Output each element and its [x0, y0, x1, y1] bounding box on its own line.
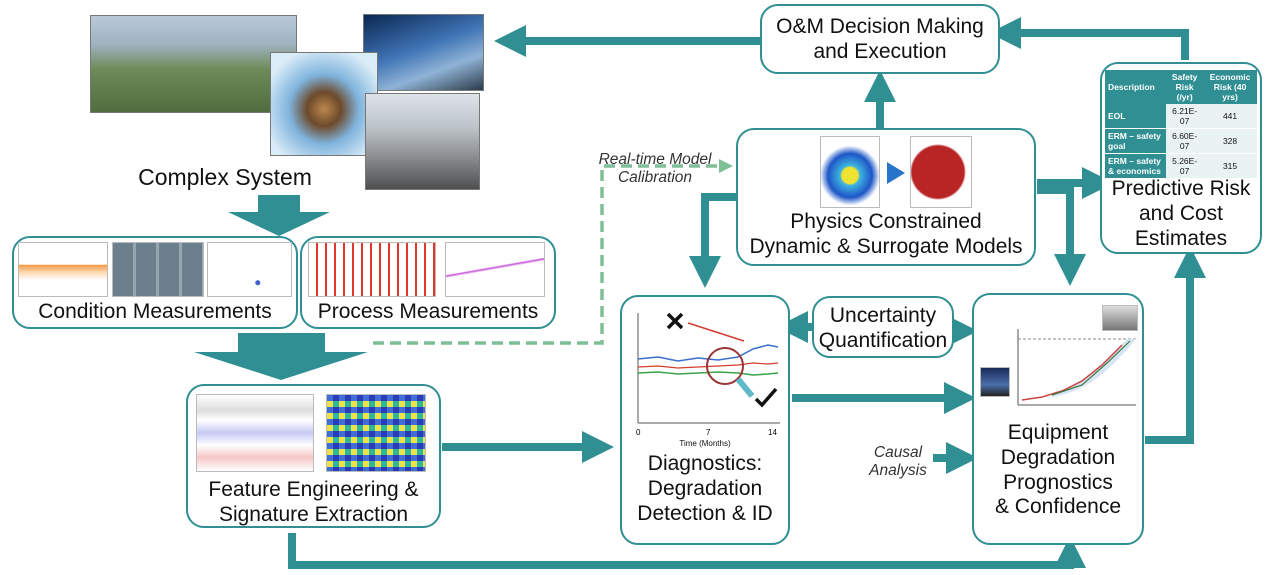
calibration-label: Real-time Model Calibration [580, 151, 730, 188]
physics-model-label-line2: Dynamic & Surrogate Models [749, 234, 1023, 258]
arrow-physics-to-prognostics [1037, 186, 1086, 286]
diagnostics-signal-blue [637, 344, 779, 362]
uncertainty-label: Uncertainty Quantification [814, 304, 952, 354]
feature-engineering-label: Feature Engineering & Signature Extracti… [188, 478, 439, 528]
risk-row-safety-goal-economic: 328 [1203, 128, 1257, 154]
process-trend-chart-thumbnail [445, 242, 545, 297]
bridge-photo-thumbnail [980, 367, 1010, 397]
risk-row-eol-safety: 6.21E-07 [1166, 104, 1204, 129]
x-mark-icon [666, 312, 684, 330]
arrow-prognostics-to-risk [1145, 246, 1206, 444]
risk-table-header-economic: Economic Risk (40 yrs) [1203, 70, 1257, 104]
risk-estimates-box: Description Safety Risk (/yr) Economic R… [1100, 62, 1262, 254]
arrow-measurements-to-features [194, 333, 368, 380]
calibration-label-line2: Calibration [617, 169, 693, 187]
reactor-pyramid-image [270, 52, 378, 156]
equipment-photo-thumbnail [1102, 305, 1138, 331]
x-tick-7: 7 [706, 428, 711, 437]
x-tick-0: 0 [636, 428, 641, 437]
diagnostics-chart: 0 7 14 [636, 312, 780, 437]
pipeline-photo [363, 14, 484, 91]
physics-model-label: Physics Constrained Dynamic & Surrogate … [738, 210, 1034, 260]
calibration-dashed-arrow [373, 159, 733, 345]
x-tick-14: 14 [768, 428, 777, 437]
checkmark-icon [754, 387, 778, 408]
risk-row-eol-description: EOL [1105, 104, 1167, 129]
process-signal-chart-thumbnail [308, 242, 436, 297]
magnifier-handle [735, 377, 755, 398]
physics-model-label-line1: Physics Constrained [790, 210, 982, 233]
risk-estimates-label-line2: and Cost [1138, 201, 1224, 225]
cooling-towers-photo [365, 93, 480, 190]
calibration-label-line1: Real-time Model [598, 151, 712, 168]
risk-row-safety-goal-description: ERM – safety goal [1105, 128, 1167, 154]
prognostics-label-line4: & Confidence [994, 495, 1122, 519]
prognostics-label-line2: Degradation [1000, 445, 1116, 469]
model-transform-arrow-icon [887, 162, 905, 184]
correlation-heatmap-thumbnail [326, 394, 426, 472]
risk-row-safety-economics-safety: 5.26E-07 [1166, 153, 1204, 179]
om-decision-label-line2: and Execution [813, 39, 947, 63]
stress-model-image [820, 136, 880, 208]
process-measurements-box: Process Measurements [300, 236, 556, 329]
causal-analysis-label-line1: Causal [873, 444, 923, 461]
diagnostics-signal-red [637, 362, 779, 369]
om-decision-label: O&M Decision Making and Execution [762, 15, 998, 65]
feature-engineering-box: Feature Engineering & Signature Extracti… [186, 384, 441, 528]
feature-engineering-label-line2: Signature Extraction [218, 502, 409, 526]
physics-model-box: Physics Constrained Dynamic & Surrogate … [736, 128, 1036, 266]
risk-estimates-label: Predictive Risk and Cost Estimates [1102, 177, 1260, 251]
uncertainty-box: Uncertainty Quantification [812, 296, 954, 358]
risk-table: Description Safety Risk (/yr) Economic R… [1105, 70, 1257, 179]
feature-signals-chart-thumbnail [196, 394, 314, 472]
uncertainty-label-line2: Quantification [818, 328, 948, 352]
arrow-features-to-prognostics-loop [288, 533, 1086, 569]
voltage-current-chart-thumbnail [18, 242, 108, 297]
diagnostics-label-line2: Degradation [647, 476, 763, 500]
prognostics-chart [1017, 329, 1136, 406]
risk-row-safety-economics-economic: 315 [1203, 153, 1257, 179]
diagnostics-box: 0 7 14 Time (Months) Diagnostics: Degrad… [620, 295, 790, 545]
diagnostics-label-line3: Detection & ID [637, 501, 773, 525]
risk-row-safety-economics-description: ERM – safety & economics [1105, 153, 1167, 179]
om-decision-box: O&M Decision Making and Execution [760, 4, 1000, 74]
surrogate-model-image [910, 136, 972, 208]
condition-measurements-box: Condition Measurements [12, 236, 298, 329]
feature-engineering-label-line1: Feature Engineering & [208, 478, 419, 501]
anomaly-pointer-arrow [687, 322, 745, 342]
prognostics-box: Equipment Degradation Prognostics & Conf… [972, 293, 1144, 545]
risk-estimates-label-line1: Predictive Risk [1111, 177, 1251, 200]
arrow-physics-to-diagnostics [689, 193, 736, 288]
arrow-risk-to-om [989, 17, 1189, 60]
prognostics-label-line3: Prognostics [1003, 470, 1113, 494]
condition-measurements-label: Condition Measurements [38, 300, 272, 323]
causal-analysis-label-line2: Analysis [869, 462, 927, 480]
prognostics-label-line1: Equipment [1007, 421, 1109, 444]
prognostic-trend-line-2 [1051, 340, 1131, 396]
uncertainty-label-line1: Uncertainty [829, 304, 937, 327]
prognostic-trend-line [1021, 344, 1123, 401]
diagnostics-label: Diagnostics: Degradation Detection & ID [622, 452, 788, 526]
risk-table-container: Description Safety Risk (/yr) Economic R… [1105, 70, 1257, 179]
diagnostics-x-axis-label: Time (Months) [679, 439, 731, 448]
arrow-system-to-measurements [228, 195, 330, 236]
facility-aerial-photo [90, 15, 297, 113]
complex-system-label: Complex System [138, 164, 312, 190]
om-decision-label-line1: O&M Decision Making [776, 15, 984, 38]
risk-table-header-description: Description [1105, 70, 1167, 104]
diagnostics-signal-green [637, 371, 779, 376]
risk-table-header-safety: Safety Risk (/yr) [1166, 70, 1204, 104]
sensor-grid-photo-thumbnail [112, 242, 204, 297]
process-measurements-label: Process Measurements [317, 300, 539, 323]
causal-analysis-label: Causal Analysis [858, 444, 938, 481]
beta-formula-chart-thumbnail [207, 242, 292, 297]
risk-row-eol-economic: 441 [1203, 104, 1257, 129]
risk-estimates-label-line3: Estimates [1134, 226, 1228, 250]
anomaly-highlight-circle [706, 347, 744, 385]
prognostics-label: Equipment Degradation Prognostics & Conf… [974, 421, 1142, 520]
prognostic-band [1052, 339, 1136, 397]
risk-row-safety-goal-safety: 6.60E-07 [1166, 128, 1204, 154]
diagnostics-label-line1: Diagnostics: [647, 452, 763, 475]
